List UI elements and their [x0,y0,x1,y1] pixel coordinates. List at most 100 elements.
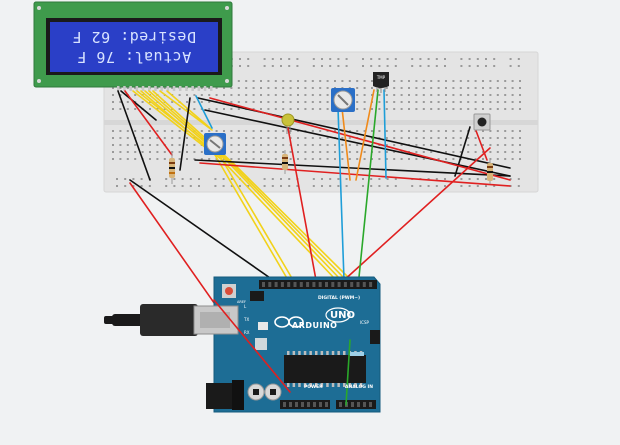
rail-hole [476,185,479,187]
breadboard-hole [445,151,447,153]
lcd-pin [197,86,201,91]
breadboard-hole [400,101,403,103]
rail-hole [345,65,348,67]
chip-leg [287,383,290,387]
arduino-brand-label: ARDUINO [292,321,338,330]
breadboard-hole [178,94,181,96]
breadboard-hole [252,130,255,132]
breadboard-hole [363,108,366,110]
breadboard-hole [112,101,114,103]
breadboard-hole [489,158,492,160]
rail-hole [386,185,389,187]
breadboard-hole [156,144,159,146]
breadboard-hole [482,137,484,139]
rail-hole [329,178,332,180]
breadboard-hole [467,94,470,96]
breadboard-hole [393,101,396,103]
breadboard-hole [119,101,122,103]
breadboard-hole [260,151,262,153]
digital-pin [312,282,316,287]
breadboard-hole [356,94,359,96]
breadboard-hole [482,130,484,132]
rail-hole [435,65,438,67]
breadboard-hole [171,144,174,146]
chip-leg [315,351,318,355]
breadboard-hole [126,108,129,110]
breadboard-hole [186,144,188,146]
lcd-pin [123,86,126,91]
breadboard-hole [289,130,292,132]
rail-hole [263,58,266,60]
breadboard-hole [326,137,329,139]
rail-hole [230,178,233,180]
rail-hole [345,185,348,187]
pushbutton[interactable] [473,113,491,131]
rail-hole [476,178,479,180]
rail-hole [271,65,274,67]
breadboard-hole [482,94,484,96]
breadboard-hole [489,101,492,103]
chip-leg [298,383,301,387]
potentiometer-1[interactable] [204,133,226,155]
breadboard-hole [422,144,425,146]
breadboard-hole [378,151,381,153]
breadboard-hole [326,87,329,89]
wires[interactable] [117,89,511,406]
resistors[interactable] [169,150,493,184]
breadboard-hole [326,94,329,96]
rail-hole [419,185,422,187]
rail-hole [493,58,496,60]
breadboard-hole [267,94,270,96]
rail-hole [189,178,192,180]
rail-hole [370,185,373,187]
rail-hole [239,58,241,60]
breadboard-hole [430,108,433,110]
breadboard-hole [519,108,521,110]
breadboard-hole [282,101,285,103]
breadboard-hole [430,101,433,103]
rail-hole [485,65,487,67]
breadboard-hole [422,80,425,82]
breadboard-hole [489,130,492,132]
temperature-sensor[interactable] [373,72,389,93]
breadboard-hole [267,144,270,146]
breadboard-hole [163,87,166,89]
rail-hole [321,178,323,180]
chip-leg [309,351,312,355]
breadboard-hole [319,137,322,139]
breadboard-hole [193,94,196,96]
potentiometer-2[interactable] [331,88,355,112]
rail-hole [263,185,266,187]
breadboard-hole [126,137,129,139]
lcd-pin [203,86,207,91]
breadboard-hole [348,144,351,146]
breadboard-hole [252,144,255,146]
breadboard-hole [422,108,425,110]
breadboard-hole [149,137,151,139]
rail-hole [239,185,241,187]
breadboard-hole [186,137,188,139]
led[interactable] [281,113,295,134]
breadboard-hole [511,108,514,110]
breadboard-hole [459,130,462,132]
breadboard-hole [482,101,484,103]
breadboard-hole [297,137,299,139]
breadboard-hole [459,101,462,103]
breadboard-hole [274,130,277,132]
rail-hole [173,178,176,180]
breadboard-hole [112,144,114,146]
breadboard-hole [252,94,255,96]
breadboard-hole [245,151,248,153]
breadboard-hole [119,130,122,132]
breadboard-hole [459,108,462,110]
breadboard-hole [252,108,255,110]
rail-hole [116,178,118,180]
breadboard-hole [452,101,455,103]
rail-hole [411,58,414,60]
breadboard-hole [445,101,447,103]
lcd-module[interactable] [33,1,233,91]
rail-hole [337,185,340,187]
arduino-board[interactable] [104,276,381,413]
